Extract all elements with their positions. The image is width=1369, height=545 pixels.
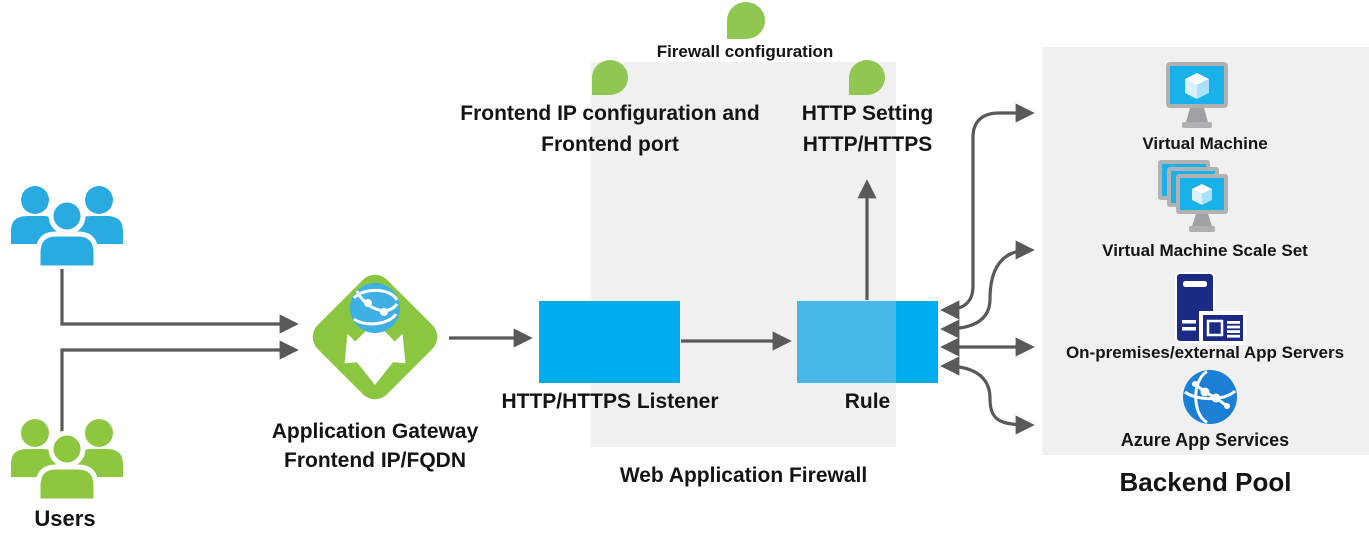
application-gateway-icon	[301, 263, 449, 411]
waf-label: Web Application Firewall	[619, 464, 868, 487]
users-blue-icon	[8, 183, 126, 269]
arrow-rule-to-virtual-machine	[940, 103, 1035, 320]
azure-app-services-icon	[1181, 368, 1239, 426]
virtual-machine-label: Virtual Machine	[1142, 134, 1268, 153]
config-dot-http-setting	[849, 60, 885, 95]
firewall-config-label: Firewall configuration	[656, 42, 834, 61]
on-premises-server-icon	[1171, 272, 1247, 348]
vm-scale-set-icon	[1158, 160, 1242, 236]
http-listener-box	[539, 301, 680, 383]
arrow-users-blue-to-gateway	[60, 268, 299, 334]
users-green-icon	[8, 416, 126, 502]
backend-pool-label: Backend Pool	[1119, 467, 1292, 497]
arrow-rule-to-scale-set	[940, 240, 1035, 339]
frontend-config-label-line1: Frontend IP configuration and	[460, 102, 760, 125]
arrow-rule-to-app-services	[940, 356, 1035, 435]
http-setting-label-line2: HTTP/HTTPS	[802, 133, 933, 156]
vm-scale-set-label: Virtual Machine Scale Set	[1102, 241, 1308, 260]
http-listener-label: HTTP/HTTPS Listener	[501, 390, 719, 413]
arrow-users-green-to-gateway	[60, 340, 299, 437]
rule-box	[797, 301, 938, 383]
virtual-machine-icon	[1166, 62, 1228, 134]
config-dot-firewall	[727, 2, 765, 39]
frontend-config-label-line2: Frontend port	[541, 133, 679, 156]
gateway-label-line2: Frontend IP/FQDN	[284, 449, 466, 472]
gateway-label-line1: Application Gateway	[271, 420, 479, 443]
on-premises-server-label: On-premises/external App Servers	[1065, 343, 1345, 362]
users-label: Users	[34, 506, 96, 531]
rule-label: Rule	[844, 390, 891, 413]
config-dot-frontend	[592, 60, 628, 95]
http-setting-label-line1: HTTP Setting	[801, 102, 934, 125]
azure-app-services-label: Azure App Services	[1120, 430, 1290, 450]
